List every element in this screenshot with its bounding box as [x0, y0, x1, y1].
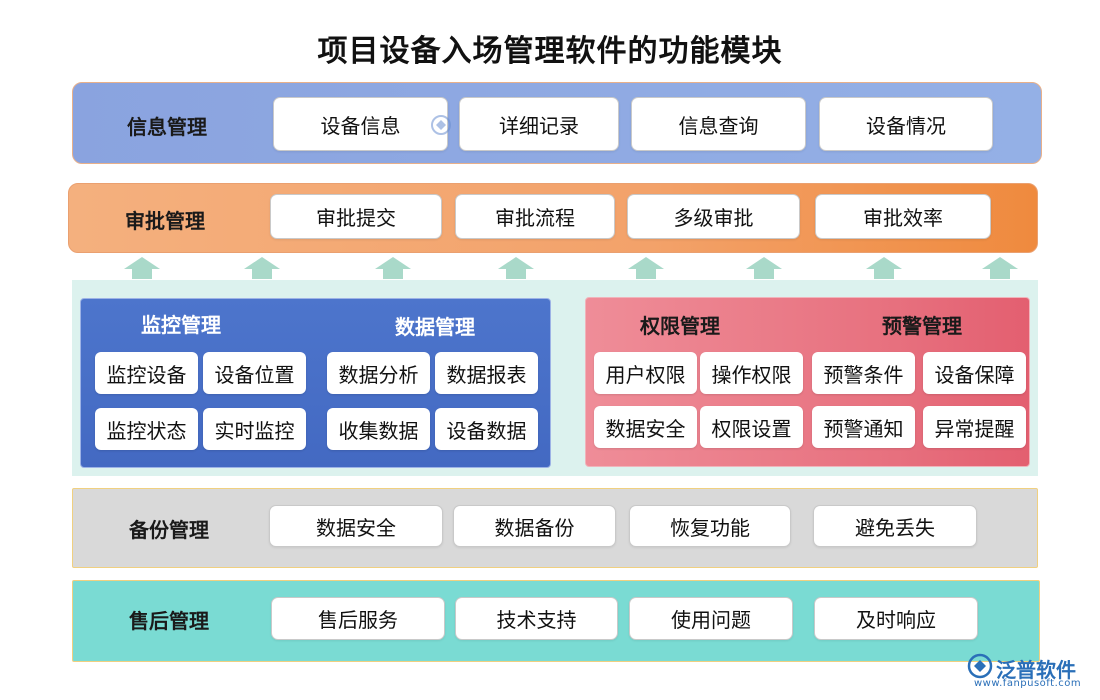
monitor-item-device: 监控设备	[95, 352, 198, 394]
brand-watermark-faint	[430, 112, 510, 138]
up-arrow-icon	[498, 257, 534, 279]
page-title: 项目设备入场管理软件的功能模块	[317, 34, 783, 69]
backup-item-restore: 恢复功能	[629, 505, 791, 547]
approval-item-flow: 审批流程	[455, 194, 615, 239]
data-item-collect: 收集数据	[327, 408, 430, 450]
data-management-label: 数据管理	[395, 315, 475, 339]
info-management-band: 信息管理 设备信息 详细记录 信息查询 设备情况	[72, 82, 1042, 164]
permission-item-settings: 权限设置	[700, 406, 803, 448]
warning-item-guarantee: 设备保障	[923, 352, 1026, 394]
brand-logo: 泛普软件 www.fanpusoft.com	[966, 652, 1088, 692]
info-item-device-status: 设备情况	[819, 97, 993, 151]
monitor-data-panel: 监控管理 数据管理 监控设备 设备位置 数据分析 数据报表 监控状态 实时监控 …	[80, 298, 551, 468]
backup-item-data-backup: 数据备份	[453, 505, 616, 547]
brand-url: www.fanpusoft.com	[974, 678, 1082, 689]
aftersales-item-usage-issue: 使用问题	[629, 597, 793, 640]
aftersales-item-tech-support: 技术支持	[455, 597, 618, 640]
up-arrow-icon	[628, 257, 664, 279]
aftersales-item-timely-response: 及时响应	[814, 597, 978, 640]
brand-logo-icon	[967, 653, 993, 679]
aftersales-management-label: 售后管理	[129, 609, 209, 633]
approval-item-multilevel: 多级审批	[627, 194, 800, 239]
info-item-detail-record: 详细记录	[459, 97, 619, 151]
data-item-analysis: 数据分析	[327, 352, 430, 394]
approval-management-band: 审批管理 审批提交 审批流程 多级审批 审批效率	[68, 183, 1038, 253]
info-item-device-info: 设备信息	[273, 97, 448, 151]
warning-item-condition: 预警条件	[812, 352, 915, 394]
up-arrow-icon	[866, 257, 902, 279]
backup-management-label: 备份管理	[129, 518, 209, 542]
permission-item-user: 用户权限	[594, 352, 697, 394]
data-item-report: 数据报表	[435, 352, 538, 394]
warning-item-notice: 预警通知	[812, 406, 915, 448]
permission-item-data-security: 数据安全	[594, 406, 697, 448]
monitor-item-location: 设备位置	[203, 352, 306, 394]
monitor-item-status: 监控状态	[95, 408, 198, 450]
backup-management-band: 备份管理 数据安全 数据备份 恢复功能 避免丢失	[72, 488, 1038, 568]
up-arrow-icon	[982, 257, 1018, 279]
approval-item-submit: 审批提交	[270, 194, 442, 239]
brand-name: 泛普软件	[996, 658, 1076, 682]
data-item-device-data: 设备数据	[435, 408, 538, 450]
up-arrow-icon	[124, 257, 160, 279]
monitor-item-realtime: 实时监控	[203, 408, 306, 450]
info-item-info-query: 信息查询	[631, 97, 806, 151]
backup-item-avoid-loss: 避免丢失	[813, 505, 977, 547]
aftersales-management-band: 售后管理 售后服务 技术支持 使用问题 及时响应	[72, 580, 1040, 662]
warning-management-label: 预警管理	[882, 314, 962, 338]
permission-warning-panel: 权限管理 预警管理 用户权限 操作权限 预警条件 设备保障 数据安全 权限设置 …	[585, 297, 1030, 467]
up-arrow-icon	[375, 257, 411, 279]
permission-item-operation: 操作权限	[700, 352, 803, 394]
up-arrow-icon	[244, 257, 280, 279]
approval-item-efficiency: 审批效率	[815, 194, 991, 239]
monitor-management-label: 监控管理	[141, 313, 221, 337]
approval-management-label: 审批管理	[125, 209, 205, 233]
info-management-label: 信息管理	[127, 115, 207, 139]
permission-management-label: 权限管理	[640, 314, 720, 338]
aftersales-item-service: 售后服务	[271, 597, 445, 640]
up-arrow-icon	[746, 257, 782, 279]
warning-item-exception: 异常提醒	[923, 406, 1026, 448]
backup-item-data-security: 数据安全	[269, 505, 443, 547]
